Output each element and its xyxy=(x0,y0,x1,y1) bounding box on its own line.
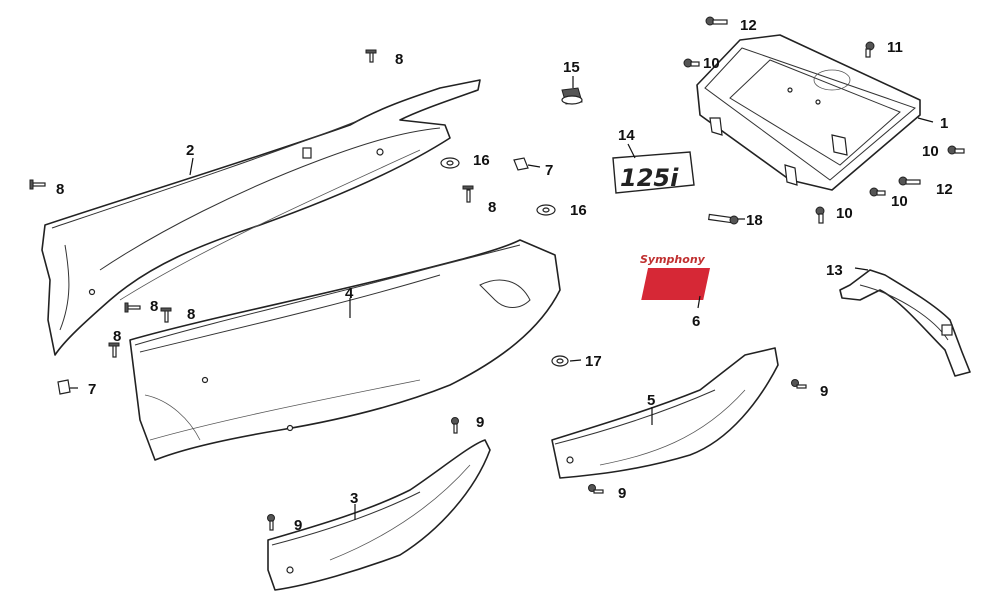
callout-6: 6 xyxy=(692,313,700,330)
screw-9b xyxy=(791,379,807,389)
callout-10d: 10 xyxy=(836,205,853,222)
leader-lines xyxy=(70,76,934,520)
emblem-cargo-red-block xyxy=(641,268,711,300)
screw-8a xyxy=(365,49,377,63)
callout-11: 11 xyxy=(887,39,903,56)
callout-12b: 12 xyxy=(936,181,953,198)
bolt-12b xyxy=(898,176,921,186)
part-4-side-cover xyxy=(129,239,561,461)
callout-1: 1 xyxy=(940,115,948,132)
callout-13: 13 xyxy=(826,262,843,279)
callout-7b: 7 xyxy=(88,381,96,398)
washer-17 xyxy=(551,355,569,367)
callout-9d: 9 xyxy=(294,517,302,534)
part-14-125i-badge: 125i xyxy=(612,151,695,194)
part-13-bracket xyxy=(839,269,971,377)
callout-8b: 8 xyxy=(56,181,64,198)
callout-17: 17 xyxy=(585,353,602,370)
callout-5: 5 xyxy=(647,392,655,409)
part-6-cargo-emblem: Symphony car go xyxy=(640,253,744,300)
bolt-10b xyxy=(947,145,965,155)
callout-9c: 9 xyxy=(618,485,626,502)
callout-8a: 8 xyxy=(395,51,403,68)
callout-10c: 10 xyxy=(891,193,908,210)
callout-8d: 8 xyxy=(150,298,158,315)
part-15-grommet xyxy=(561,87,583,105)
callout-18: 18 xyxy=(746,212,763,229)
bolt-11 xyxy=(865,41,875,58)
part-5-lower-panel xyxy=(551,347,779,479)
callout-12a: 12 xyxy=(740,17,757,34)
screw-9d xyxy=(267,514,275,531)
screw-9c xyxy=(588,484,604,494)
callout-8e: 8 xyxy=(187,306,195,323)
screw-8e xyxy=(160,307,172,323)
emblem-cargo-red-text: go xyxy=(708,269,744,299)
screw-8d xyxy=(124,302,141,313)
callout-10a: 10 xyxy=(703,55,720,72)
bolt-10d xyxy=(815,206,825,224)
washer-16a xyxy=(440,157,460,169)
callout-4: 4 xyxy=(345,285,354,302)
part-2-left-body-cover xyxy=(41,79,481,356)
bolt-18 xyxy=(708,213,739,225)
callout-15: 15 xyxy=(563,59,580,76)
callout-16a: 16 xyxy=(473,152,490,169)
screw-8b xyxy=(29,179,46,190)
screw-9a xyxy=(451,417,459,434)
callout-2: 2 xyxy=(186,142,194,159)
badge-125i-text: 125i xyxy=(620,164,679,192)
callout-3: 3 xyxy=(350,490,358,507)
callout-7a: 7 xyxy=(545,162,553,179)
callout-9a: 9 xyxy=(476,414,484,431)
callout-numbers: 1 2 3 4 5 6 7 7 8 8 8 8 8 8 9 9 9 9 10 1… xyxy=(56,17,953,534)
bolt-10a xyxy=(683,58,700,68)
screw-8c xyxy=(462,185,474,203)
clip-7b xyxy=(57,379,71,395)
bolt-12a xyxy=(705,16,728,26)
hardware xyxy=(29,16,965,531)
washer-16b xyxy=(536,204,556,216)
part-3-lower-panel xyxy=(267,439,491,591)
clip-7a xyxy=(513,157,529,171)
callout-9b: 9 xyxy=(820,383,828,400)
callout-8f: 8 xyxy=(113,328,121,345)
screw-8f xyxy=(108,342,120,358)
callout-16b: 16 xyxy=(570,202,587,219)
bolt-10c xyxy=(869,187,886,197)
part-1-cargo-rack xyxy=(696,34,921,191)
callout-14: 14 xyxy=(618,127,635,144)
callout-8c: 8 xyxy=(488,199,496,216)
emblem-symphony-script: Symphony xyxy=(640,253,706,266)
callout-10b: 10 xyxy=(922,143,939,160)
